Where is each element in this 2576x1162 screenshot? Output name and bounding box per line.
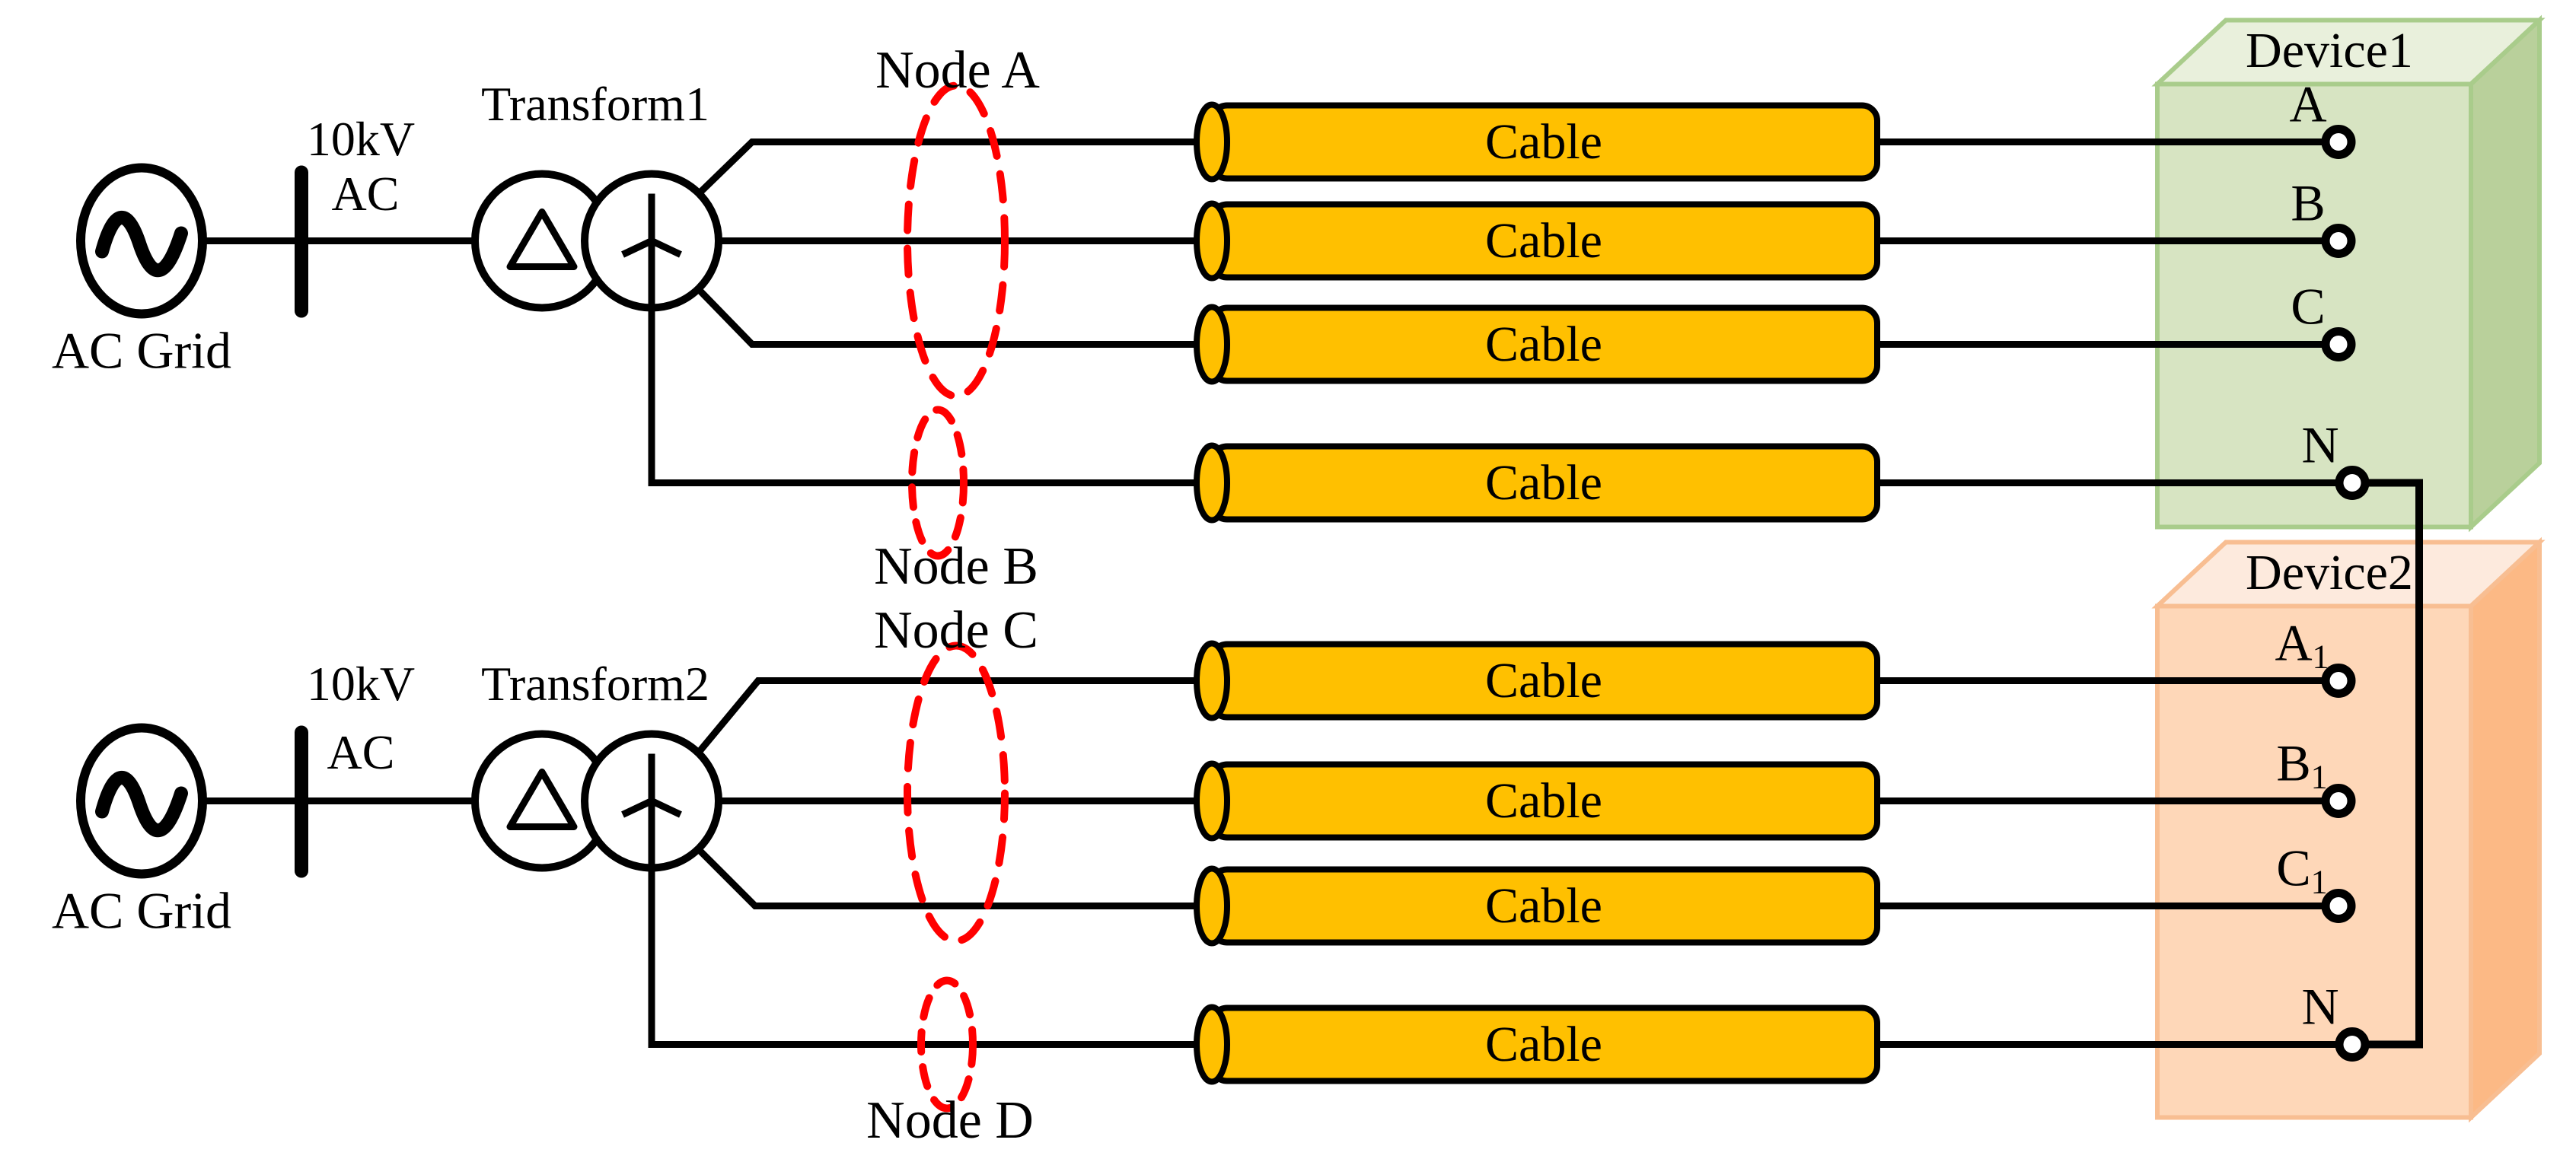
- voltage1-label: 10kV: [307, 112, 415, 166]
- terminal-b1-circle: [2321, 224, 2356, 258]
- node-d-label: Node D: [866, 1091, 1034, 1150]
- device1-label: Device1: [2246, 23, 2413, 78]
- wires-transformer2: [648, 677, 2352, 1048]
- node-b-ring: [908, 406, 968, 560]
- node-a-ring: [904, 81, 1009, 400]
- cable-label: Cable: [1485, 455, 1602, 511]
- delta-winding-icon: [506, 209, 578, 270]
- transformer-1: [471, 170, 722, 312]
- bus1-ac-label: AC: [332, 167, 400, 221]
- wye-winding-icon: [621, 237, 682, 258]
- cable-b1: Cable: [1194, 200, 1880, 282]
- terminal-a1-circle: [2321, 125, 2356, 159]
- terminal-a2-circle: [2321, 664, 2356, 698]
- cable-label: Cable: [1485, 878, 1602, 934]
- wye-winding-icon: [621, 797, 682, 818]
- transformer1-label: Transform1: [481, 77, 709, 131]
- ac-grid-2: [76, 723, 478, 879]
- terminal-b1-label: B: [2291, 174, 2325, 232]
- terminal-n1-label: N: [2301, 416, 2338, 474]
- cable-end-cap: [1194, 200, 1230, 282]
- cable-end-cap: [1194, 304, 1230, 385]
- device2-label: Device2: [2246, 545, 2413, 600]
- cable-n2: Cable: [1194, 1004, 1880, 1085]
- terminal-n2-circle: [2335, 1027, 2370, 1062]
- sine-wave-icon: [95, 771, 188, 837]
- cable-label: Cable: [1485, 1017, 1602, 1072]
- cable-end-cap: [1194, 1004, 1230, 1085]
- transformer-2: [471, 730, 722, 872]
- node-d-ring: [917, 976, 977, 1113]
- node-a-label: Node A: [875, 41, 1040, 100]
- ac-grid2-label: AC Grid: [52, 882, 231, 940]
- voltage2-label: 10kV: [307, 657, 415, 711]
- terminal-b2-circle: [2321, 784, 2356, 818]
- node-b-label: Node B: [874, 537, 1038, 596]
- device1-front-face: [2155, 81, 2473, 530]
- cable-label: Cable: [1485, 653, 1602, 708]
- device1-side-face: [2469, 14, 2542, 533]
- cable-end-cap: [1194, 865, 1230, 947]
- device1-terminals: [2321, 125, 2370, 500]
- cable-end-cap: [1194, 760, 1230, 842]
- terminal-b2-label: B1: [2276, 734, 2327, 796]
- terminal-n1-circle: [2335, 466, 2370, 500]
- cable-end-cap: [1194, 442, 1230, 524]
- cable-label: Cable: [1485, 114, 1602, 170]
- cable-label: Cable: [1485, 773, 1602, 829]
- terminal-c1-label: C: [2291, 278, 2325, 336]
- terminal-c2-circle: [2321, 889, 2356, 923]
- device1-box: [2151, 14, 2546, 533]
- cable-a1: Cable: [1194, 101, 1880, 183]
- terminal-n2-label: N: [2301, 978, 2338, 1036]
- cable-n1: Cable: [1194, 442, 1880, 524]
- terminal-c1-circle: [2321, 327, 2356, 361]
- bus2-ac-label: AC: [327, 725, 395, 779]
- terminal-a1-label: A: [2289, 75, 2326, 133]
- ac-grid1-label: AC Grid: [52, 322, 231, 380]
- transformer2-label: Transform2: [481, 657, 709, 711]
- neutral-link-wire: [2364, 479, 2423, 1049]
- cable-b2: Cable: [1194, 760, 1880, 842]
- terminal-c2-label: C1: [2276, 839, 2327, 901]
- cable-label: Cable: [1485, 213, 1602, 269]
- cable-end-cap: [1194, 640, 1230, 721]
- cable-c1: Cable: [1194, 304, 1880, 385]
- delta-winding-icon: [506, 769, 578, 830]
- cable-label: Cable: [1485, 317, 1602, 372]
- cable-c2: Cable: [1194, 865, 1880, 947]
- sine-wave-icon: [95, 211, 188, 277]
- cable-end-cap: [1194, 101, 1230, 183]
- device2-side-face: [2469, 536, 2542, 1123]
- ac-grid-1: [76, 163, 478, 319]
- cable-a2: Cable: [1194, 640, 1880, 721]
- terminal-a2-label: A1: [2275, 614, 2329, 676]
- node-c-ring: [904, 641, 1009, 945]
- device2-terminals: [2321, 664, 2370, 1062]
- node-c-label: Node C: [874, 601, 1038, 660]
